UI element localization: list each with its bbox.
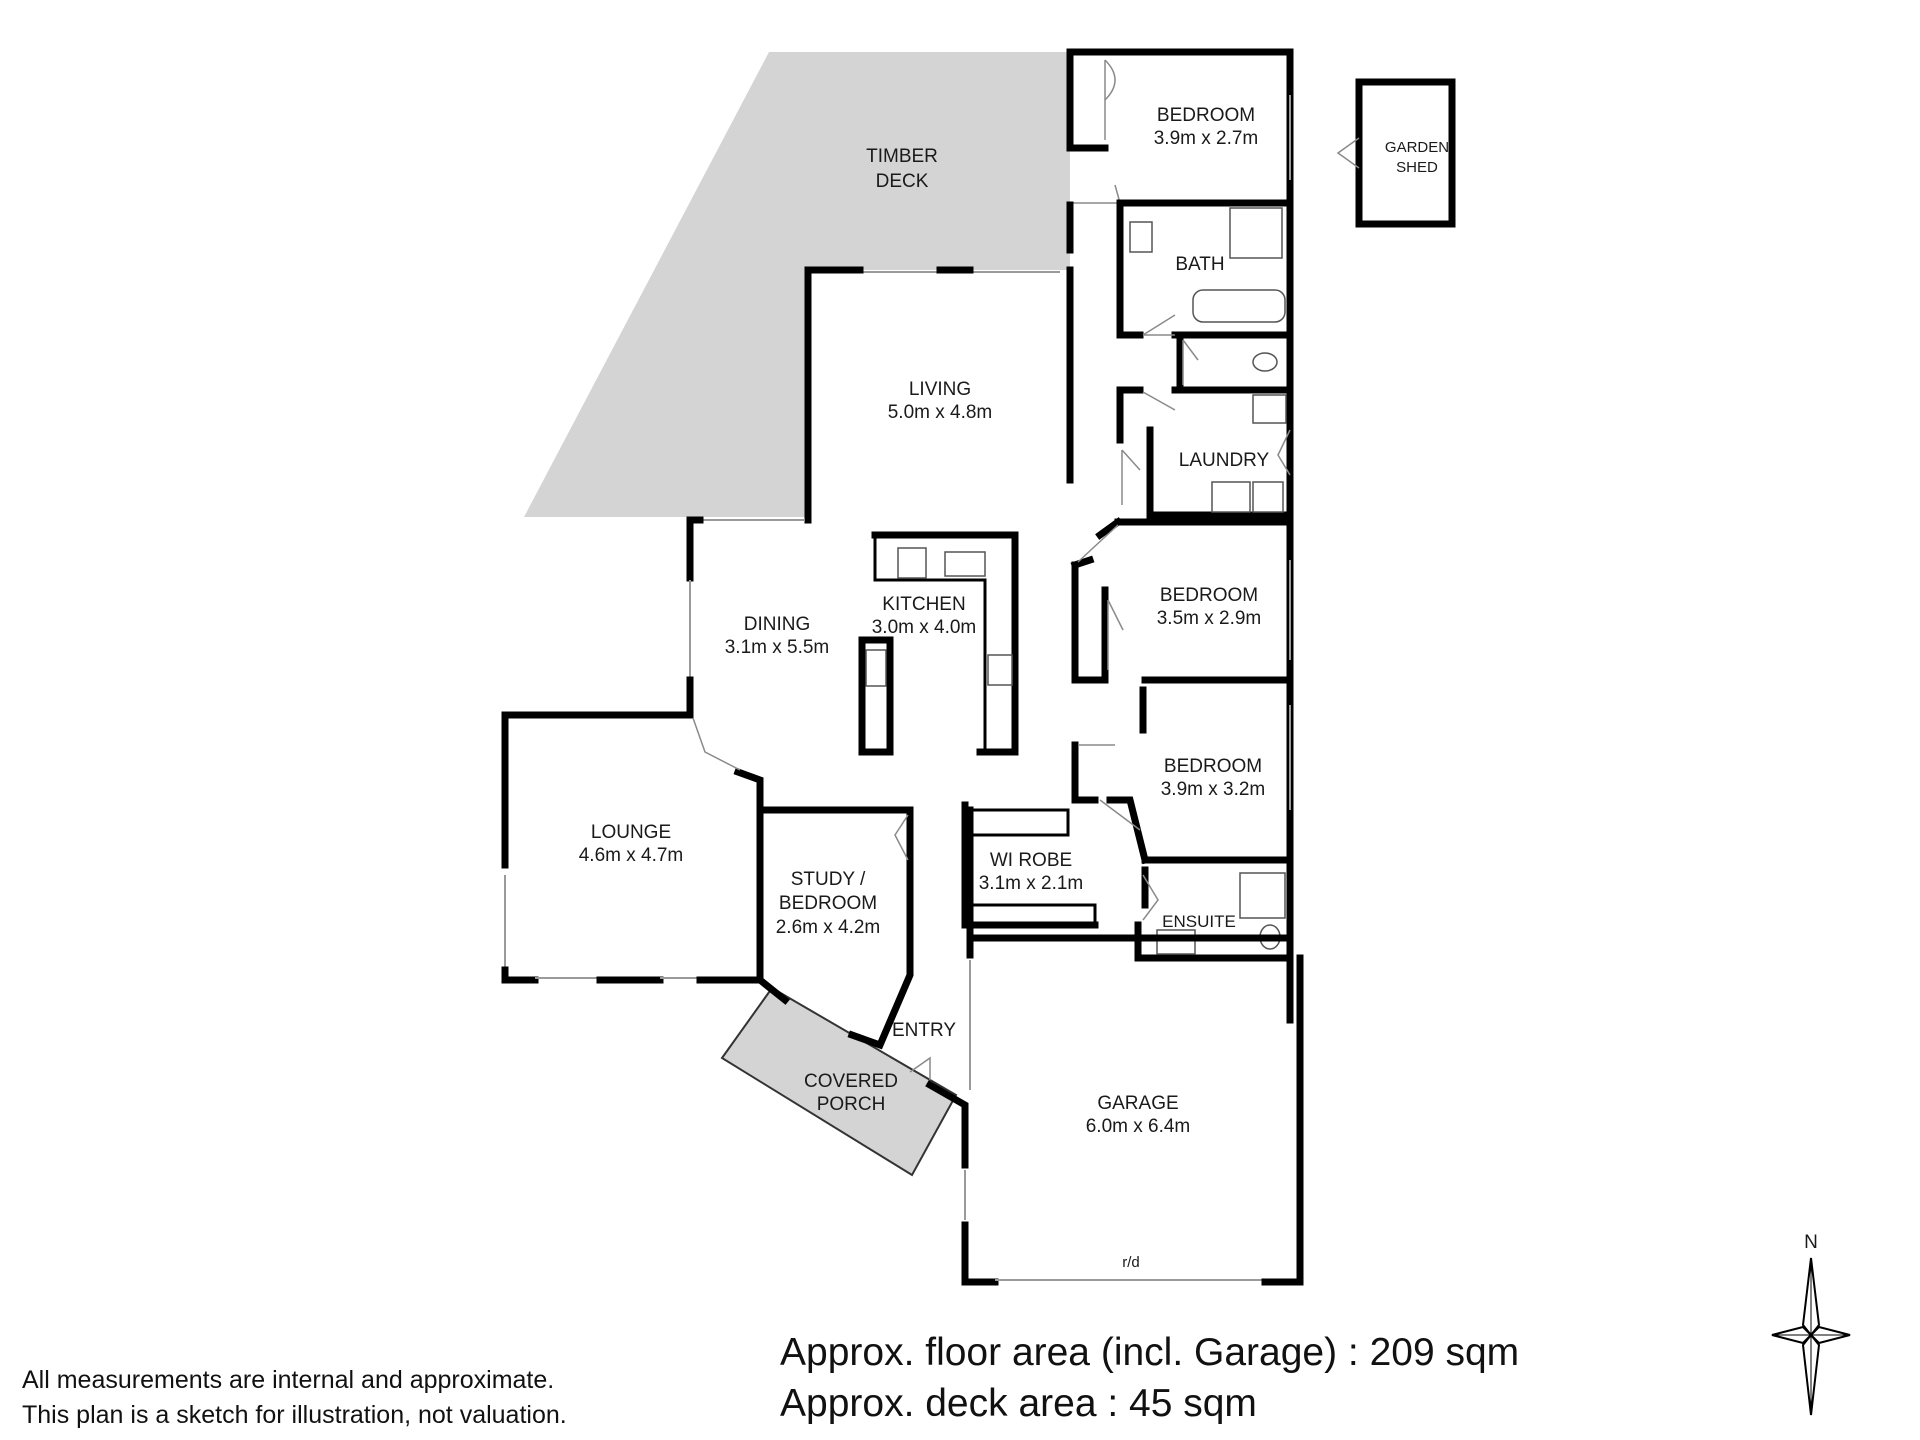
bedroom1-walls — [1066, 48, 1294, 207]
label-entry: ENTRY — [892, 1020, 956, 1041]
size-bedroom3: 3.9m x 3.2m — [1161, 779, 1266, 800]
size-dining: 3.1m x 5.5m — [725, 637, 830, 658]
size-bedroom2: 3.5m x 2.9m — [1157, 608, 1262, 629]
label-bedroom3: BEDROOM — [1164, 756, 1262, 777]
deck-area-text: Approx. deck area : 45 sqm — [780, 1382, 1257, 1425]
label-covered-porch-2: PORCH — [817, 1094, 886, 1115]
label-bedroom2: BEDROOM — [1160, 585, 1258, 606]
label-bedroom1: BEDROOM — [1157, 105, 1255, 126]
label-study-2: BEDROOM — [779, 893, 877, 914]
bedrooms-east-walls — [1070, 517, 1294, 1024]
size-kitchen: 3.0m x 4.0m — [872, 617, 977, 638]
lounge-walls — [501, 711, 764, 984]
garage-walls — [909, 806, 1304, 1286]
label-ensuite: ENSUITE — [1162, 912, 1236, 931]
living-dining-walls — [686, 201, 1074, 714]
label-garden-shed-1: GARDEN — [1385, 139, 1449, 156]
study-walls — [755, 806, 914, 1050]
floor-area-text: Approx. floor area (incl. Garage) : 209 … — [780, 1331, 1519, 1374]
label-living: LIVING — [909, 379, 971, 400]
label-dining: DINING — [744, 614, 811, 635]
label-wi-robe: WI ROBE — [990, 850, 1072, 871]
label-bath: BATH — [1175, 254, 1224, 275]
size-garage: 6.0m x 6.4m — [1086, 1116, 1191, 1137]
label-garage: GARAGE — [1097, 1093, 1178, 1114]
kitchen-walls — [858, 531, 1019, 756]
label-garage-door: r/d — [1122, 1254, 1140, 1271]
label-lounge: LOUNGE — [591, 822, 671, 843]
label-laundry: LAUNDRY — [1179, 450, 1270, 471]
size-wi-robe: 3.1m x 2.1m — [979, 873, 1084, 894]
label-kitchen: KITCHEN — [882, 594, 965, 615]
size-study: 2.6m x 4.2m — [776, 917, 881, 938]
north-compass-icon: N — [1771, 1232, 1851, 1416]
size-lounge: 4.6m x 4.7m — [579, 845, 684, 866]
covered-porch-area — [720, 986, 958, 1177]
label-study-1: STUDY / — [791, 869, 866, 890]
compass-north-label: N — [1804, 1232, 1818, 1253]
label-timber-deck-1: TIMBER — [866, 146, 938, 167]
label-covered-porch-1: COVERED — [804, 1071, 898, 1092]
garden-shed-walls — [1355, 78, 1456, 228]
disclaimer-line-2: This plan is a sketch for illustration, … — [22, 1401, 567, 1429]
timber-deck-area — [524, 52, 1070, 517]
disclaimer-line-1: All measurements are internal and approx… — [22, 1366, 554, 1394]
bath-walls — [1116, 199, 1294, 524]
shed-door — [1336, 137, 1360, 169]
size-living: 5.0m x 4.8m — [888, 402, 993, 423]
label-timber-deck-2: DECK — [876, 171, 929, 192]
size-bedroom1: 3.9m x 2.7m — [1154, 128, 1259, 149]
label-garden-shed-2: SHED — [1396, 159, 1438, 176]
room-labels: TIMBER DECK BEDROOM 3.9m x 2.7m GARDEN S… — [579, 105, 1449, 1271]
